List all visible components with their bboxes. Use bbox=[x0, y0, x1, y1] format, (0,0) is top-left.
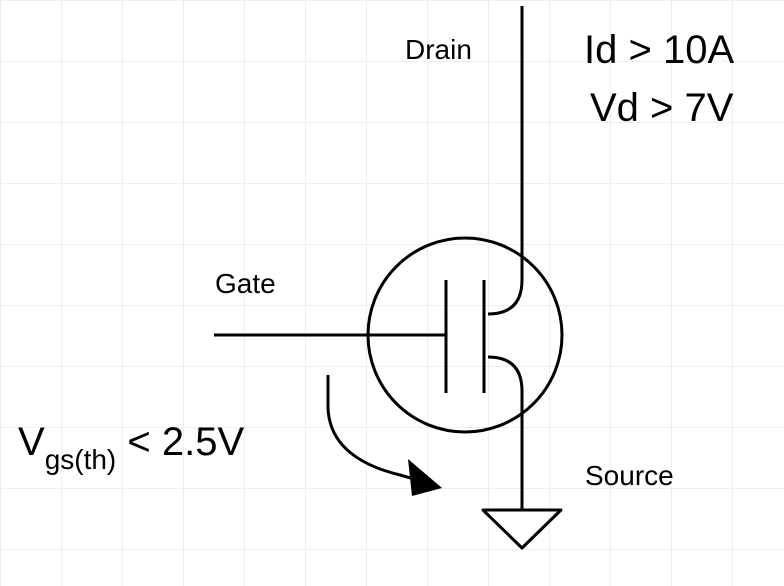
drain-label: Drain bbox=[405, 34, 472, 65]
source-connection bbox=[487, 355, 524, 510]
drain-voltage-spec: Vd > 7V bbox=[590, 86, 734, 130]
drain-connection bbox=[487, 6, 524, 316]
source-label: Source bbox=[585, 460, 674, 491]
vgs-subscript: gs(th) bbox=[44, 444, 117, 475]
threshold-arrow-curve bbox=[326, 375, 433, 486]
threshold-arrow-head-icon bbox=[408, 459, 442, 496]
vgs-symbol: V bbox=[18, 420, 45, 464]
vgs-value: < 2.5V bbox=[116, 420, 245, 464]
gate-label: Gate bbox=[215, 268, 276, 299]
gate-threshold-spec: Vgs(th) < 2.5V bbox=[18, 420, 245, 474]
drain-current-spec: Id > 10A bbox=[584, 28, 735, 72]
ground-icon bbox=[481, 508, 563, 550]
